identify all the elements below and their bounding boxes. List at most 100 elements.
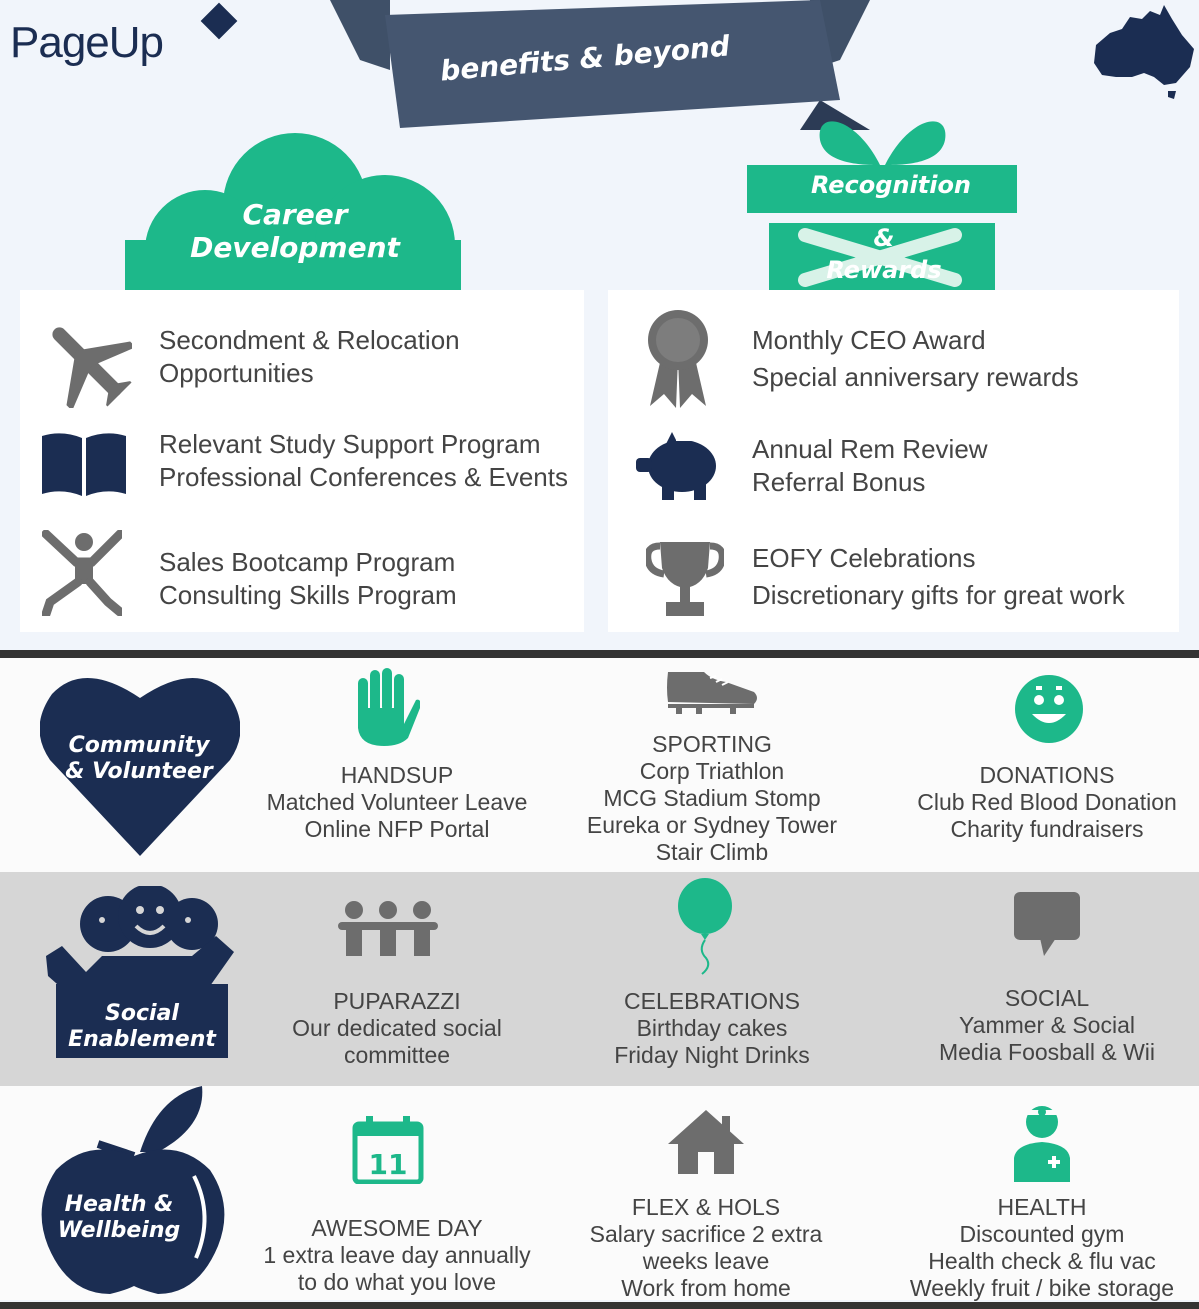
puparazzi-heading: PUPARAZZI xyxy=(333,988,461,1014)
bottom-divider xyxy=(0,1302,1199,1309)
piggy-bank-icon xyxy=(636,432,716,500)
handsup-heading: HANDSUP xyxy=(340,762,454,788)
handsup-line1: Matched Volunteer Leave xyxy=(266,789,528,815)
apple-icon xyxy=(41,1086,225,1294)
doctor-icon xyxy=(1014,1106,1070,1182)
awesome-day-line2: to do what you love xyxy=(297,1269,497,1295)
career-item-1-line1: Secondment & Relocation xyxy=(159,325,460,355)
recognition-item-1: Monthly CEO Award Special anniversary re… xyxy=(752,324,1079,394)
calendar-day: 11 xyxy=(369,1148,408,1181)
balloon-icon xyxy=(678,878,732,975)
health-line1: Discounted gym xyxy=(959,1221,1125,1247)
health-heading: HEALTH xyxy=(997,1194,1087,1220)
social-title-line2: Enablement xyxy=(68,1027,216,1052)
calendar-icon: 11 xyxy=(352,1116,424,1184)
flex-hols-heading: FLEX & HOLS xyxy=(631,1194,781,1220)
donations-line1: Club Red Blood Donation xyxy=(917,789,1177,815)
logo-diamond-icon xyxy=(200,2,238,40)
social-heading: SOCIAL xyxy=(1004,985,1090,1011)
health-title-line2: Wellbeing xyxy=(57,1218,181,1243)
career-item-3: Sales Bootcamp Program Consulting Skills… xyxy=(159,546,457,612)
sporting-line2: MCG Stadium Stomp xyxy=(603,785,821,811)
recognition-item-2-line2: Referral Bonus xyxy=(752,467,926,497)
house-icon xyxy=(668,1110,744,1174)
trophy-icon xyxy=(646,542,724,616)
health-line2: Health check & flu vac xyxy=(928,1248,1156,1274)
awesome-day-cell: AWESOME DAY 1 extra leave day annually t… xyxy=(247,1215,547,1296)
celebrations-line2: Friday Night Drinks xyxy=(614,1042,810,1068)
donations-cell: DONATIONS Club Red Blood Donation Charit… xyxy=(897,762,1197,843)
health-line3: Weekly fruit / bike storage xyxy=(909,1275,1175,1301)
handsup-cell: HANDSUP Matched Volunteer Leave Online N… xyxy=(247,762,547,843)
social-title: Social Enablement xyxy=(56,1001,228,1053)
social-cell: SOCIAL Yammer & Social Media Foosball & … xyxy=(897,985,1197,1066)
recognition-item-3: EOFY Celebrations Discretionary gifts fo… xyxy=(752,542,1125,612)
community-title-line2: & Volunteer xyxy=(65,759,213,784)
recognition-title-line3: Rewards xyxy=(826,256,942,284)
recognition-item-3-line1: EOFY Celebrations xyxy=(752,543,976,573)
community-title: Community & Volunteer xyxy=(44,733,234,785)
sporting-cell: SPORTING Corp Triathlon MCG Stadium Stom… xyxy=(562,731,862,866)
handsup-line2: Online NFP Portal xyxy=(304,816,490,842)
australia-map-icon xyxy=(1094,5,1194,99)
people-group-icon xyxy=(338,901,438,956)
career-item-1: Secondment & Relocation Opportunities xyxy=(159,324,460,390)
flex-hols-cell: FLEX & HOLS Salary sacrifice 2 extra wee… xyxy=(556,1194,856,1302)
career-item-2: Relevant Study Support Program Professio… xyxy=(159,428,568,494)
smiley-face-icon xyxy=(1015,675,1083,743)
social-title-box xyxy=(56,984,228,1058)
career-item-3-line2: Consulting Skills Program xyxy=(159,580,457,610)
recognition-item-1-line1: Monthly CEO Award xyxy=(752,325,986,355)
career-item-3-line1: Sales Bootcamp Program xyxy=(159,547,456,577)
donations-heading: DONATIONS xyxy=(979,762,1115,788)
donations-line2: Charity fundraisers xyxy=(950,816,1144,842)
book-icon xyxy=(42,433,126,496)
airplane-icon xyxy=(52,327,132,408)
flex-hols-line2: weeks leave xyxy=(642,1248,770,1274)
puparazzi-line1: Our dedicated social xyxy=(292,1015,502,1041)
sporting-line1: Corp Triathlon xyxy=(639,758,785,784)
puparazzi-cell: PUPARAZZI Our dedicated social committee xyxy=(247,988,547,1069)
award-ribbon-icon xyxy=(648,310,708,408)
health-cell: HEALTH Discounted gym Health check & flu… xyxy=(892,1194,1192,1302)
community-title-line1: Community xyxy=(68,733,210,758)
recognition-title-line2: & xyxy=(873,224,895,252)
career-title-line1: Career xyxy=(242,198,348,231)
awesome-day-line1: 1 extra leave day annually xyxy=(263,1242,531,1268)
career-cloud-shape xyxy=(125,133,461,290)
career-title-line2: Development xyxy=(190,231,400,264)
sporting-heading: SPORTING xyxy=(652,731,772,757)
flex-hols-line3: Work from home xyxy=(621,1275,791,1301)
recognition-item-3-line2: Discretionary gifts for great work xyxy=(752,580,1125,610)
recognition-title-line1: Recognition xyxy=(810,171,972,199)
recognition-item-1-line2: Special anniversary rewards xyxy=(752,362,1079,392)
health-title-line1: Health & xyxy=(64,1192,174,1217)
recognition-item-2-line1: Annual Rem Review xyxy=(752,434,988,464)
sporting-line3: Eureka or Sydney Tower xyxy=(586,812,838,838)
career-item-1-line2: Opportunities xyxy=(159,358,314,388)
flex-hols-line1: Salary sacrifice 2 extra xyxy=(589,1221,823,1247)
career-item-2-line2: Professional Conferences & Events xyxy=(159,462,568,492)
sports-shoe-icon xyxy=(667,672,757,714)
raised-hand-icon xyxy=(358,668,420,746)
section-divider xyxy=(0,650,1199,658)
social-title-line1: Social xyxy=(105,1001,179,1026)
recognition-item-2: Annual Rem Review Referral Bonus xyxy=(752,433,988,499)
awesome-day-heading: AWESOME DAY xyxy=(311,1215,483,1241)
celebrations-heading: CELEBRATIONS xyxy=(624,988,800,1014)
pageup-logo: PageUp xyxy=(10,18,164,67)
career-title: Career Development xyxy=(150,198,440,264)
career-item-2-line1: Relevant Study Support Program xyxy=(159,429,541,459)
celebrations-line1: Birthday cakes xyxy=(636,1015,788,1041)
jumping-person-icon xyxy=(42,530,122,616)
puparazzi-line2: committee xyxy=(343,1042,451,1068)
speech-bubble-icon xyxy=(1014,892,1080,956)
ribbon-banner xyxy=(330,0,870,130)
health-title: Health & Wellbeing xyxy=(44,1192,194,1244)
gift-box-shape xyxy=(747,121,1017,290)
social-line2: Media Foosball & Wii xyxy=(938,1039,1156,1065)
celebrations-cell: CELEBRATIONS Birthday cakes Friday Night… xyxy=(562,988,862,1069)
sporting-line4: Stair Climb xyxy=(655,839,769,865)
social-line1: Yammer & Social xyxy=(959,1012,1135,1038)
heart-shape xyxy=(40,677,240,856)
